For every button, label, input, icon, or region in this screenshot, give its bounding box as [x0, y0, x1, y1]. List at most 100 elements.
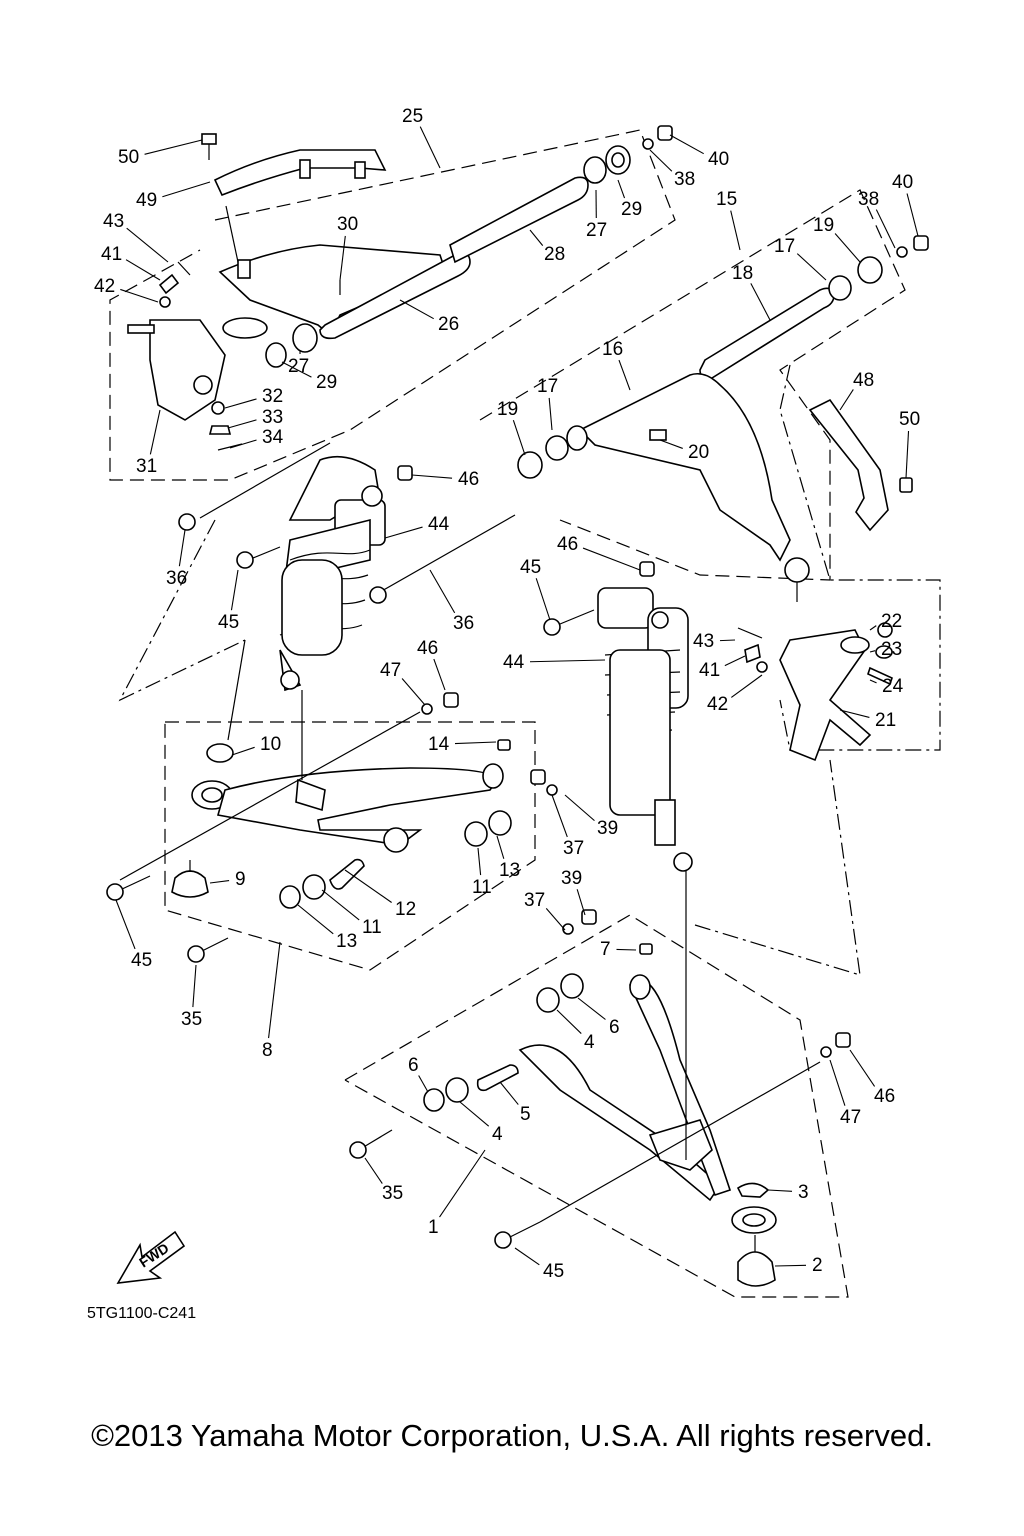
- callout-4: 4: [459, 1101, 503, 1145]
- leader-line: [339, 235, 346, 281]
- leader-line: [869, 625, 877, 631]
- callout-number: 9: [235, 869, 246, 890]
- callout-number: 24: [882, 676, 904, 697]
- callout-46: 46: [411, 469, 479, 490]
- callout-number: 3: [798, 1182, 809, 1203]
- leader-line: [144, 139, 203, 155]
- leader-line: [905, 430, 910, 479]
- callout-40: 40: [892, 172, 919, 237]
- leader-line: [767, 1189, 793, 1192]
- diagram-code: 5TG1100-C241: [87, 1305, 196, 1322]
- callout-number: 23: [881, 639, 902, 660]
- callout-45: 45: [514, 1247, 564, 1282]
- callout-number: 46: [417, 638, 438, 659]
- callout-32: 32: [224, 386, 283, 409]
- callout-number: 40: [708, 149, 729, 170]
- callout-44: 44: [384, 514, 450, 539]
- callout-41: 41: [101, 244, 161, 281]
- callout-27: 27: [288, 349, 309, 377]
- callout-30: 30: [337, 214, 358, 281]
- leader-line: [849, 1049, 876, 1087]
- leader-line: [869, 679, 877, 684]
- leader-line: [297, 904, 334, 935]
- callout-38: 38: [858, 189, 896, 249]
- callout-number: 18: [732, 263, 753, 284]
- callout-number: 32: [262, 386, 283, 407]
- callout-number: 47: [380, 660, 401, 681]
- leader-line: [364, 1157, 383, 1184]
- callout-50: 50: [899, 409, 920, 479]
- callout-29: 29: [281, 361, 337, 393]
- leader-line: [649, 149, 673, 172]
- leader-line: [796, 253, 827, 281]
- callout-layer: 5049434142253028272940382726293233343115…: [94, 106, 920, 1282]
- shock-absorber-left: [178, 442, 516, 692]
- leader-line: [125, 259, 161, 281]
- leader-line: [556, 1009, 582, 1034]
- callout-47: 47: [829, 1059, 861, 1128]
- leader-line: [419, 126, 441, 169]
- callout-number: 1: [428, 1217, 439, 1238]
- callout-number: 26: [438, 314, 459, 335]
- callout-42: 42: [707, 674, 763, 715]
- callout-number: 37: [524, 890, 545, 911]
- callout-28: 28: [529, 229, 565, 265]
- leader-line: [229, 439, 257, 449]
- callout-number: 2: [812, 1255, 823, 1276]
- callout-38: 38: [649, 149, 695, 190]
- leader-line: [399, 299, 434, 320]
- callout-number: 42: [94, 276, 115, 297]
- upper-arm-assembly-right: [517, 235, 929, 762]
- callout-number: 46: [874, 1086, 895, 1107]
- leader-line: [545, 908, 566, 931]
- callout-39: 39: [564, 794, 618, 839]
- fwd-arrow-icon: FWD: [116, 1230, 186, 1284]
- callout-11: 11: [321, 889, 382, 938]
- callout-19: 19: [813, 215, 861, 263]
- callout-44: 44: [503, 652, 606, 673]
- callout-21: 21: [839, 709, 896, 731]
- callout-8: 8: [262, 941, 281, 1061]
- callout-3: 3: [767, 1182, 809, 1203]
- callout-49: 49: [136, 181, 211, 211]
- callout-number: 27: [288, 356, 309, 377]
- leader-line: [429, 569, 456, 614]
- callout-number: 16: [602, 339, 623, 360]
- leader-line: [433, 658, 446, 691]
- leader-line: [231, 746, 255, 756]
- callout-number: 41: [699, 660, 720, 681]
- leader-line: [230, 569, 239, 611]
- leader-line: [548, 397, 553, 431]
- callout-number: 13: [499, 860, 520, 881]
- leader-line: [577, 997, 606, 1020]
- leader-line: [344, 869, 392, 903]
- leader-line: [499, 1081, 519, 1105]
- callout-48: 48: [839, 370, 874, 411]
- callout-number: 35: [382, 1183, 403, 1204]
- callout-number: 47: [840, 1107, 861, 1128]
- callout-number: 13: [336, 931, 357, 952]
- callout-14: 14: [428, 734, 497, 755]
- callout-31: 31: [136, 409, 161, 477]
- callout-4: 4: [556, 1009, 595, 1053]
- callout-45: 45: [520, 557, 551, 621]
- leader-line: [659, 439, 683, 449]
- callout-number: 34: [262, 427, 284, 448]
- lower-arm-assembly-left: [106, 692, 558, 963]
- leader-line: [582, 547, 641, 571]
- callout-46: 46: [417, 638, 446, 691]
- leader-line: [192, 964, 197, 1008]
- callout-35: 35: [364, 1157, 403, 1204]
- callout-12: 12: [344, 869, 416, 920]
- callout-number: 38: [674, 169, 695, 190]
- callout-20: 20: [659, 439, 709, 463]
- callout-2: 2: [774, 1255, 823, 1276]
- callout-7: 7: [600, 939, 637, 960]
- leader-line: [514, 1247, 540, 1266]
- leader-line: [459, 1101, 490, 1127]
- callout-number: 50: [899, 409, 920, 430]
- copyright-notice: ©2013 Yamaha Motor Corporation, U.S.A. A…: [91, 1418, 933, 1453]
- callout-number: 20: [688, 442, 709, 463]
- callout-number: 46: [557, 534, 578, 555]
